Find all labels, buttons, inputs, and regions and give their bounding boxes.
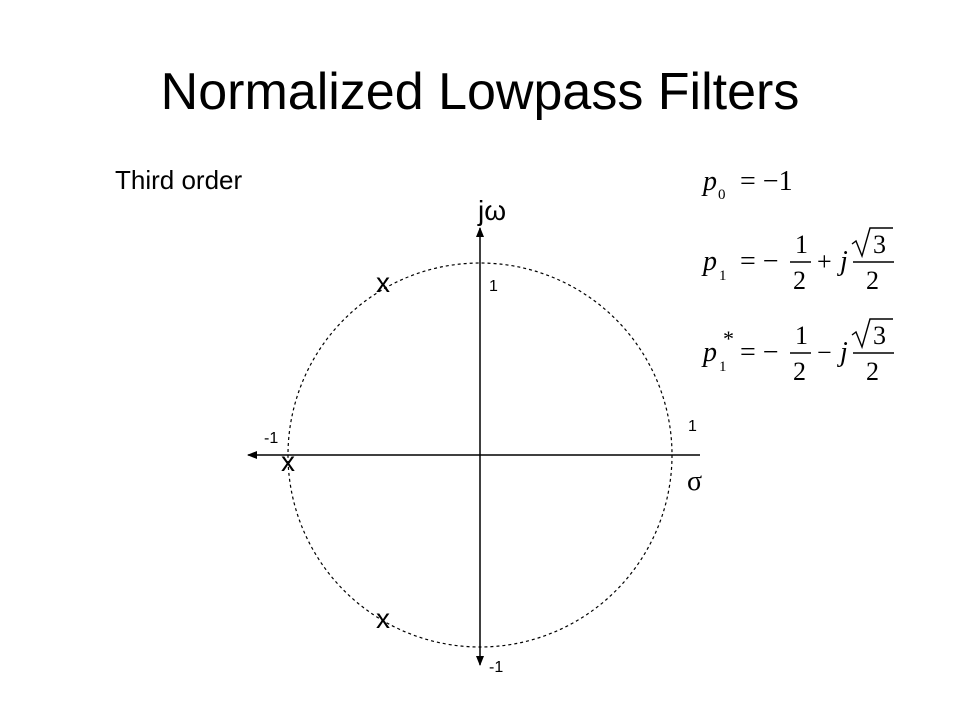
eq-p1-sub: 1 [719,268,727,284]
eq-p1-j: j [837,246,848,277]
eq-p1c-var: p [701,337,717,368]
eq-p1c-eq: = − [740,337,779,368]
eq-p1c-sqrt-sign [851,318,893,350]
tick-imag-neg: -1 [489,659,503,676]
eq-p1c-j: j [837,337,848,368]
eq-p0-rhs: = −1 [740,166,793,197]
equation-p1-conjugate: p 1 * = − 1 2 − j 3 2 [701,318,894,386]
eq-p1c-frac1-den: 2 [793,357,806,386]
equation-p1: p 1 = − 1 2 + j 3 2 [701,227,894,295]
imag-axis-label: jω [477,195,506,226]
equation-p0: p 0 = −1 [701,166,793,203]
pole-marker-p1-conj: x [376,603,390,634]
eq-p1-sqrt-sign [851,227,893,259]
pole-marker-p1: x [376,267,390,298]
eq-p0-var: p [701,166,717,197]
eq-p1-sqrt-arg: 3 [873,230,886,259]
tick-real-pos: 1 [688,418,697,435]
eq-p1c-frac2-den: 2 [866,357,879,386]
eq-p1c-sub: 1 [719,359,727,375]
eq-p1c-frac1-num: 1 [795,321,808,350]
eq-p1-frac1-den: 2 [793,266,806,295]
eq-p1c-sqrt-arg: 3 [873,321,886,350]
slide-title: Normalized Lowpass Filters [160,63,800,121]
eq-p1-op: + [817,247,832,276]
eq-p1-var: p [701,246,717,277]
eq-p0-sub: 0 [718,187,726,203]
tick-real-neg: -1 [264,430,278,447]
eq-p1-frac1-num: 1 [795,230,808,259]
eq-p1-eq: = − [740,246,779,277]
tick-imag-pos: 1 [489,278,498,295]
eq-p1c-sup: * [723,326,734,351]
pole-marker-p0: x [281,446,295,477]
eq-p1c-op: − [817,338,832,367]
eq-p1-frac2-den: 2 [866,266,879,295]
slide-subtitle: Third order [115,165,243,195]
real-axis-label: σ [687,466,702,497]
